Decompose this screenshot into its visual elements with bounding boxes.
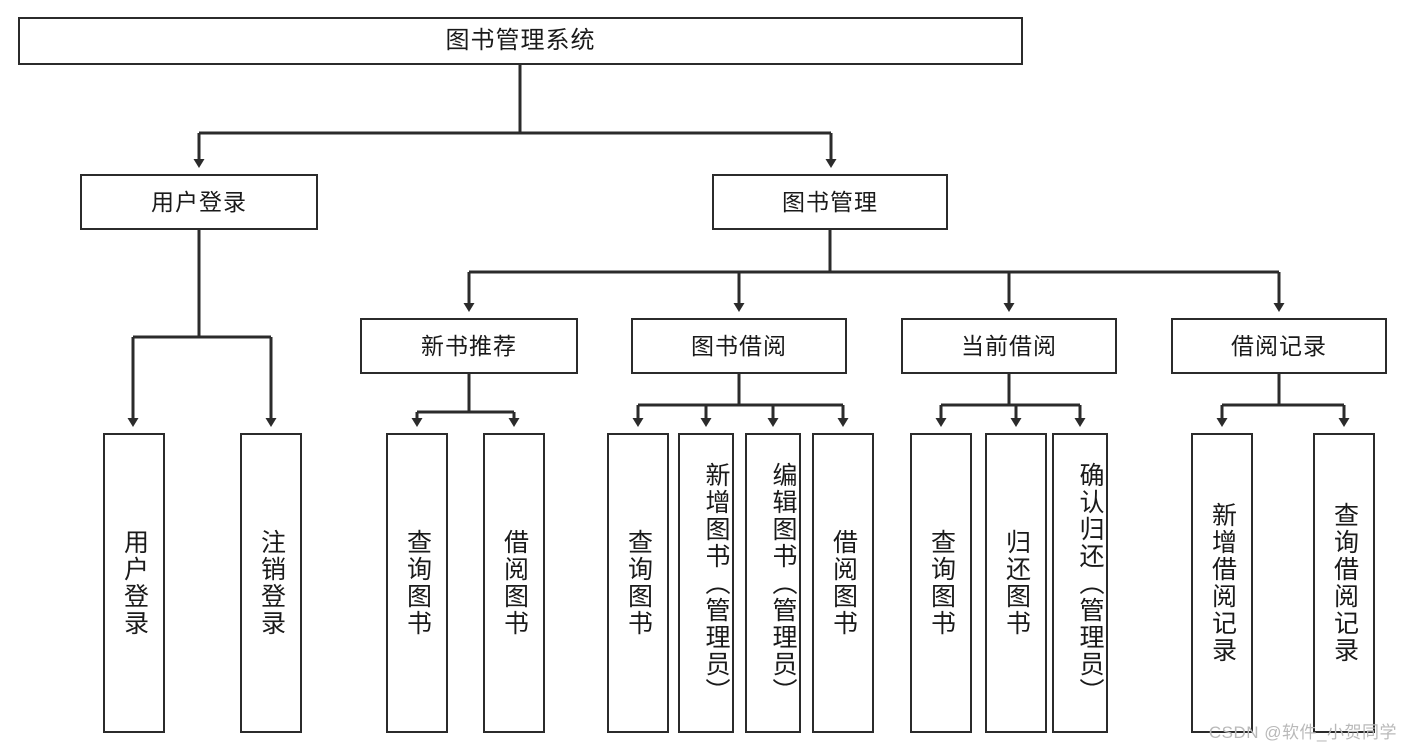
node-borrow-record[interactable]: 借阅记录 bbox=[1171, 318, 1387, 374]
node-label: 新增借阅记录 bbox=[1208, 502, 1237, 664]
node-leaf-borrow-book-recommend[interactable]: 借阅图书 bbox=[483, 433, 545, 733]
node-leaf-add-borrow-record[interactable]: 新增借阅记录 bbox=[1191, 433, 1253, 733]
node-label: 编辑图书（管理员） bbox=[769, 461, 797, 705]
node-label: 图书管理 bbox=[782, 188, 878, 215]
csdn-watermark: CSDN @软件_小贺同学 bbox=[1208, 723, 1397, 742]
node-label: 归还图书 bbox=[1002, 529, 1031, 637]
node-leaf-edit-book-admin[interactable]: 编辑图书（管理员） bbox=[745, 433, 801, 733]
node-leaf-return-book[interactable]: 归还图书 bbox=[985, 433, 1047, 733]
node-leaf-logout[interactable]: 注销登录 bbox=[240, 433, 302, 733]
node-label: 借阅图书 bbox=[500, 529, 529, 637]
node-user-login[interactable]: 用户登录 bbox=[80, 174, 318, 230]
node-leaf-query-borrow-record[interactable]: 查询借阅记录 bbox=[1313, 433, 1375, 733]
node-label: 查询图书 bbox=[624, 529, 653, 637]
node-label: 借阅图书 bbox=[829, 529, 858, 637]
node-root-system[interactable]: 图书管理系统 bbox=[18, 17, 1023, 65]
node-label: 当前借阅 bbox=[961, 332, 1057, 359]
node-leaf-borrow-book-borrow[interactable]: 借阅图书 bbox=[812, 433, 874, 733]
node-leaf-query-book-recommend[interactable]: 查询图书 bbox=[386, 433, 448, 733]
node-label: 注销登录 bbox=[257, 529, 286, 637]
node-label: 用户登录 bbox=[120, 529, 149, 637]
node-leaf-user-login[interactable]: 用户登录 bbox=[103, 433, 165, 733]
node-leaf-query-book-borrow[interactable]: 查询图书 bbox=[607, 433, 669, 733]
node-leaf-add-book-admin[interactable]: 新增图书（管理员） bbox=[678, 433, 734, 733]
node-leaf-query-book-current[interactable]: 查询图书 bbox=[910, 433, 972, 733]
node-label: 用户登录 bbox=[151, 188, 247, 215]
node-leaf-confirm-return-admin[interactable]: 确认归还（管理员） bbox=[1052, 433, 1108, 733]
node-book-borrow[interactable]: 图书借阅 bbox=[631, 318, 847, 374]
node-label: 查询图书 bbox=[927, 529, 956, 637]
node-book-management[interactable]: 图书管理 bbox=[712, 174, 948, 230]
node-label: 新书推荐 bbox=[421, 332, 517, 359]
node-label: 查询借阅记录 bbox=[1330, 502, 1359, 664]
node-label: 确认归还（管理员） bbox=[1076, 461, 1104, 705]
node-label: 图书管理系统 bbox=[445, 27, 596, 55]
node-new-book-recommend[interactable]: 新书推荐 bbox=[360, 318, 578, 374]
node-label: 查询图书 bbox=[403, 529, 432, 637]
node-current-borrow[interactable]: 当前借阅 bbox=[901, 318, 1117, 374]
node-label: 借阅记录 bbox=[1231, 332, 1327, 359]
node-label: 新增图书（管理员） bbox=[702, 461, 730, 705]
node-label: 图书借阅 bbox=[691, 332, 787, 359]
